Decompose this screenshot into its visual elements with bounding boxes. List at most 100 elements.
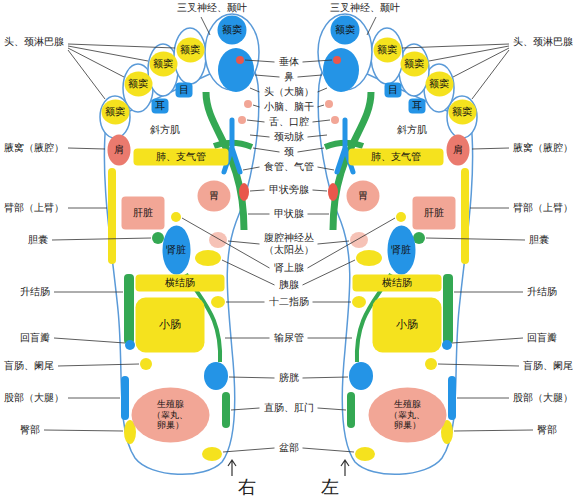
part-label: 腋窝（腋腔）	[4, 142, 64, 154]
zone-text-holder: 肩	[107, 134, 131, 166]
zone-label: 肝脏	[133, 207, 153, 219]
part-label: 甲状旁腺	[269, 184, 309, 196]
zone-text-holder: 额窦	[217, 15, 247, 45]
zone-label: 额窦	[153, 58, 173, 70]
zone-label: 肩	[453, 144, 463, 156]
zone-fill	[101, 100, 129, 125]
part-label: 三叉神经、颞叶	[177, 2, 247, 14]
zone-fill	[448, 100, 476, 125]
part-label: 十二指肠	[269, 296, 309, 308]
zone-label: 生殖腺 （睾丸、卵巢）	[140, 399, 200, 430]
zone-fill	[373, 298, 442, 353]
part-label: 臀部	[537, 424, 557, 436]
reflex-zone: 生殖腺 （睾丸、卵巢）	[368, 387, 447, 443]
part-label: 头（大脑）	[264, 86, 314, 98]
zone-fill	[134, 149, 229, 166]
pancreas-area	[195, 250, 221, 266]
zone-fill	[124, 72, 152, 97]
zone-fill	[400, 52, 428, 77]
part-label: 腋窝（腋腔）	[513, 142, 573, 154]
toe	[174, 28, 206, 84]
reflex-zone: 肾脏	[162, 225, 191, 275]
zone-fill	[331, 16, 360, 45]
zone-label: 胃	[209, 190, 219, 202]
zone-fill	[198, 181, 231, 212]
reflex-zone: 胃	[197, 180, 231, 212]
zone-label: 小肠	[159, 319, 181, 332]
part-label: 头、颈淋巴腺	[4, 36, 64, 48]
reflex-zone: 横结肠	[352, 274, 442, 292]
zone-text-holder: 额窦	[373, 37, 402, 63]
rectum-strip	[222, 392, 230, 428]
reflex-zone: 肩	[446, 134, 470, 166]
left-foot	[298, 14, 534, 476]
zone-text-holder: 耳	[408, 98, 426, 114]
toe-outlines	[100, 14, 259, 138]
reflex-zone: 横结肠	[135, 274, 225, 292]
part-label: 升结肠	[527, 286, 557, 298]
zone-text-holder: 肾脏	[387, 225, 416, 275]
reflex-zone: 额窦	[101, 99, 130, 125]
zone-text-holder: 额窦	[124, 71, 153, 97]
zone-label: 耳	[155, 100, 165, 112]
zone-fill	[373, 38, 401, 63]
zone-fill	[368, 388, 446, 443]
zone-fill	[149, 52, 177, 77]
part-label: 三叉神经、颞叶	[330, 2, 400, 14]
ileocecal-dot	[125, 340, 135, 350]
reflex-zone: 额窦	[217, 15, 247, 45]
zone-text-holder: 额窦	[330, 15, 360, 45]
zone-text-holder: 额窦	[176, 37, 205, 63]
reflex-zone: 额窦	[176, 37, 205, 63]
part-label: 胆囊	[28, 234, 48, 246]
zone-fill	[349, 149, 444, 166]
zone-text-holder: 肾脏	[162, 225, 191, 275]
leader-line	[44, 148, 151, 431]
reflex-zone: 小肠	[135, 297, 205, 353]
part-label: 颈	[284, 146, 294, 158]
zone-label: 胃	[358, 190, 368, 202]
zone-label: 横结肠	[165, 277, 195, 289]
plexus-area	[209, 232, 227, 248]
zone-fill	[353, 275, 442, 292]
zone-fill	[131, 388, 209, 443]
part-label: 食管、气管	[264, 161, 314, 173]
part-label: 胆囊	[529, 234, 549, 246]
zone-text-holder: 胃	[346, 180, 380, 212]
zone-text-holder: 额窦	[448, 99, 477, 125]
side-label: 右	[238, 478, 256, 496]
zone-fill	[136, 275, 225, 292]
zone-label: 肾脏	[391, 244, 411, 256]
duodenum-area	[211, 296, 225, 308]
part-label: 斜方肌	[397, 124, 427, 136]
reflex-zone: 肺、支气管	[348, 148, 444, 166]
zone-fill	[152, 99, 169, 114]
zone-text-holder: 额窦	[149, 51, 178, 77]
zone-fill	[176, 38, 204, 63]
side-label: 左	[321, 478, 339, 496]
zone-fill	[387, 226, 415, 275]
zone-label: 小肠	[396, 319, 418, 332]
part-label: 胰腺	[279, 279, 299, 291]
zone-label: 肾脏	[166, 244, 186, 256]
pelvis-area	[202, 447, 222, 461]
zone-label: 额窦	[404, 58, 424, 70]
part-label: 盲肠、阑尾	[523, 360, 573, 372]
zone-text-holder: 小肠	[372, 297, 442, 353]
part-label: 回盲瓣	[527, 332, 557, 344]
reflex-zone: 额窦	[330, 15, 360, 45]
zone-text-holder: 肩	[446, 134, 470, 166]
pituitary-dot	[236, 56, 244, 64]
reflex-zone: 耳	[408, 98, 426, 114]
adrenal-dot	[171, 212, 181, 222]
zone-label: 额窦	[105, 106, 125, 118]
brain-area	[218, 48, 254, 92]
gallbladder-dot	[152, 232, 164, 244]
cerebellum-dot	[244, 100, 252, 108]
part-label: 甲状腺	[274, 208, 304, 220]
reflex-zone: 耳	[151, 98, 169, 114]
upper-arm-strip	[108, 168, 116, 264]
direction-arrow	[228, 460, 236, 476]
zone-text-holder: 肝脏	[121, 196, 165, 230]
reflex-zone: 肾脏	[387, 225, 416, 275]
